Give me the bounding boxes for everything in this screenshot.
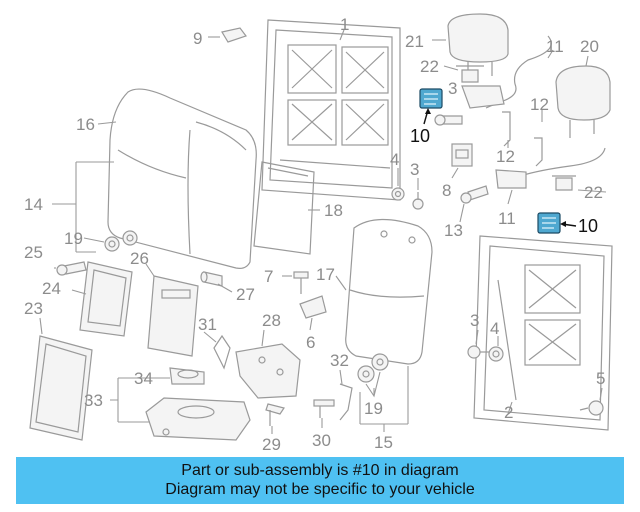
hinge-31 [213, 334, 231, 370]
latch-32 [339, 383, 353, 421]
callout-3-right: 3 [470, 311, 479, 330]
part-10-clip-lower[interactable] [537, 212, 561, 234]
callout-4-right: 4 [490, 319, 499, 338]
callout-13: 13 [444, 221, 463, 240]
footer-line-1: Part or sub-assembly is #10 in diagram [181, 462, 459, 479]
bolster-cover-18 [253, 161, 315, 255]
callout-11-upper: 11 [546, 37, 564, 56]
callout-8: 8 [442, 181, 451, 200]
callout-7: 7 [264, 267, 273, 286]
callout-18: 18 [324, 201, 343, 220]
callout-15: 15 [374, 433, 393, 452]
part-10-clip-upper[interactable] [419, 88, 443, 109]
callout-12-lower: 12 [496, 147, 515, 166]
callout-24: 24 [42, 279, 61, 298]
bolt-3-mid [412, 192, 424, 210]
callout-1: 1 [340, 15, 349, 34]
headrest-20 [555, 65, 611, 138]
callout-22-upper: 22 [420, 57, 439, 76]
callout-26: 26 [130, 249, 149, 268]
callout-10-lower: 10 [578, 216, 598, 236]
bracket-6 [299, 295, 327, 319]
callout-20: 20 [580, 37, 599, 56]
release-cable-11 [485, 35, 606, 181]
seat-back-cover-17 [345, 218, 433, 365]
bolt-3-right [467, 345, 490, 359]
latch-12-upper [502, 111, 511, 147]
leader-lines [39, 29, 607, 434]
callout-5: 5 [596, 369, 605, 388]
callout-2: 2 [504, 403, 513, 422]
guide-22-upper [456, 65, 484, 83]
callout-34: 34 [134, 369, 153, 388]
armrest-housing-26 [147, 275, 199, 357]
bolt-25 [56, 261, 87, 276]
callout-27: 27 [236, 285, 255, 304]
latch-12-lower [534, 137, 543, 167]
headrest-21 [447, 13, 509, 80]
leader-10-upper [423, 108, 431, 125]
pad-23 [29, 335, 93, 441]
callout-numbers: 1 9 21 22 11 20 3 12 10 16 12 4 3 8 22 1… [24, 15, 605, 454]
callout-11-lower: 11 [498, 209, 516, 228]
seat-back-cover-16 [107, 88, 257, 269]
callout-12-upper: 12 [530, 95, 549, 114]
seat-back-frame-2 [473, 235, 613, 431]
bolt-29 [265, 403, 285, 426]
armrest-33 [145, 397, 251, 441]
bolt-30 [313, 399, 335, 418]
callout-29: 29 [262, 435, 281, 454]
callout-3-mid: 3 [410, 160, 419, 179]
seat-back-frame-1 [261, 19, 401, 201]
callout-16: 16 [76, 115, 95, 134]
callout-4-mid: 4 [390, 150, 399, 169]
callout-14: 14 [24, 195, 43, 214]
bolt-7 [293, 271, 309, 294]
callout-19-lower: 19 [364, 399, 383, 418]
footer-banner: Part or sub-assembly is #10 in diagram D… [16, 457, 624, 504]
nut-19-lower [357, 353, 389, 383]
callout-9: 9 [193, 29, 202, 48]
nut-4-mid [391, 187, 405, 201]
callout-28: 28 [262, 311, 281, 330]
callout-19-upper: 19 [64, 229, 83, 248]
nut-19-pair [104, 230, 138, 252]
plug-27 [200, 271, 223, 287]
clip-34 [169, 367, 205, 385]
callout-23: 23 [24, 299, 43, 318]
nut-4-right [488, 346, 504, 362]
callout-30: 30 [312, 431, 331, 450]
callout-22-lower: 22 [584, 183, 603, 202]
bracket-upper [461, 85, 505, 109]
bracket-lower [495, 169, 527, 189]
callout-10-upper: 10 [410, 126, 430, 146]
callout-25: 25 [24, 243, 43, 262]
callout-21: 21 [405, 32, 424, 51]
callout-33: 33 [84, 391, 103, 410]
callout-3-upper: 3 [448, 79, 457, 98]
bolt-3-upper [434, 114, 463, 126]
callout-32: 32 [330, 351, 349, 370]
leader-10-lower [560, 221, 577, 227]
panel-24 [79, 261, 133, 337]
footer-line-2: Diagram may not be specific to your vehi… [165, 481, 475, 498]
bolt-13 [460, 185, 489, 204]
clip-9 [221, 27, 247, 43]
guide-22-lower [552, 175, 576, 191]
callout-6: 6 [306, 333, 315, 352]
callout-17: 17 [316, 265, 335, 284]
lock-8 [451, 143, 473, 167]
callout-31: 31 [198, 315, 217, 334]
hinge-plate-28 [235, 343, 301, 399]
bolt-5 [579, 400, 604, 416]
